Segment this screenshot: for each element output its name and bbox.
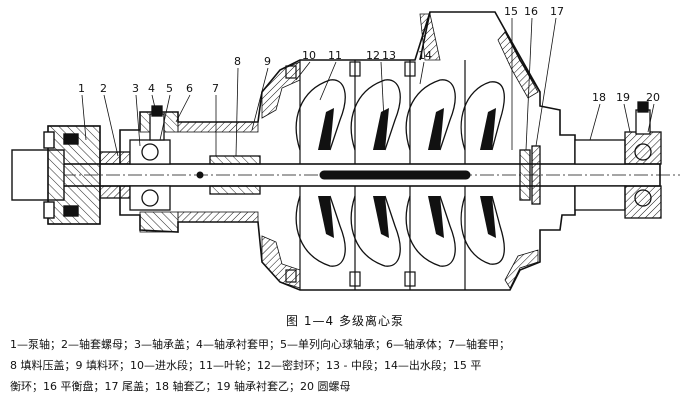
parts-legend: 1—泵轴；2—轴套螺母；3—轴承盖；4—轴承衬套甲；5—单列向心球轴承；6—轴承…: [10, 334, 682, 397]
callout-14: 14: [418, 49, 432, 62]
impellers: [295, 79, 505, 267]
callout-11: 11: [328, 49, 342, 62]
callout-8: 8: [234, 55, 241, 68]
legend-line: 8 填料压盖；9 填料环；10—进水段；11—叶轮；12—密封环；13 - 中段…: [10, 359, 482, 372]
impeller-blades: [318, 108, 496, 238]
legend-line: 衡环；16 平衡盘；17 尾盖；18 轴套乙；19 轴承衬套乙；20 圆螺母: [10, 380, 351, 393]
bearing-right: [519, 101, 662, 219]
callout-2: 2: [100, 82, 107, 95]
callout-10: 10: [302, 49, 316, 62]
coupling-left: [11, 125, 101, 225]
callout-4: 4: [148, 82, 155, 95]
callout-9: 9: [264, 55, 271, 68]
callout-13: 13: [382, 49, 396, 62]
callout-labels: 1 2 3 4 5 6 7 8 9 10 11 12 13 14 15 16 1…: [78, 5, 660, 104]
callout-16: 16: [524, 5, 538, 18]
bearing-left: [99, 105, 261, 211]
callout-7: 7: [212, 82, 219, 95]
figure-caption: 图 1—4 多级离心泵: [286, 314, 404, 328]
callout-17: 17: [550, 5, 564, 18]
callout-12: 12: [366, 49, 380, 62]
callout-18: 18: [592, 91, 606, 104]
callout-3: 3: [132, 82, 139, 95]
legend-line: 1—泵轴；2—轴套螺母；3—轴承盖；4—轴承衬套甲；5—单列向心球轴承；6—轴承…: [10, 338, 510, 351]
callout-1: 1: [78, 82, 85, 95]
pump-section-drawing: 1 2 3 4 5 6 7 8 9 10 11 12 13 14 15 16 1…: [11, 5, 680, 291]
callout-15: 15: [504, 5, 518, 18]
callout-20: 20: [646, 91, 660, 104]
callout-5: 5: [166, 82, 173, 95]
leader-lines: [81, 17, 655, 157]
pump-shaft: [40, 163, 680, 187]
callout-6: 6: [186, 82, 193, 95]
callout-19: 19: [616, 91, 630, 104]
